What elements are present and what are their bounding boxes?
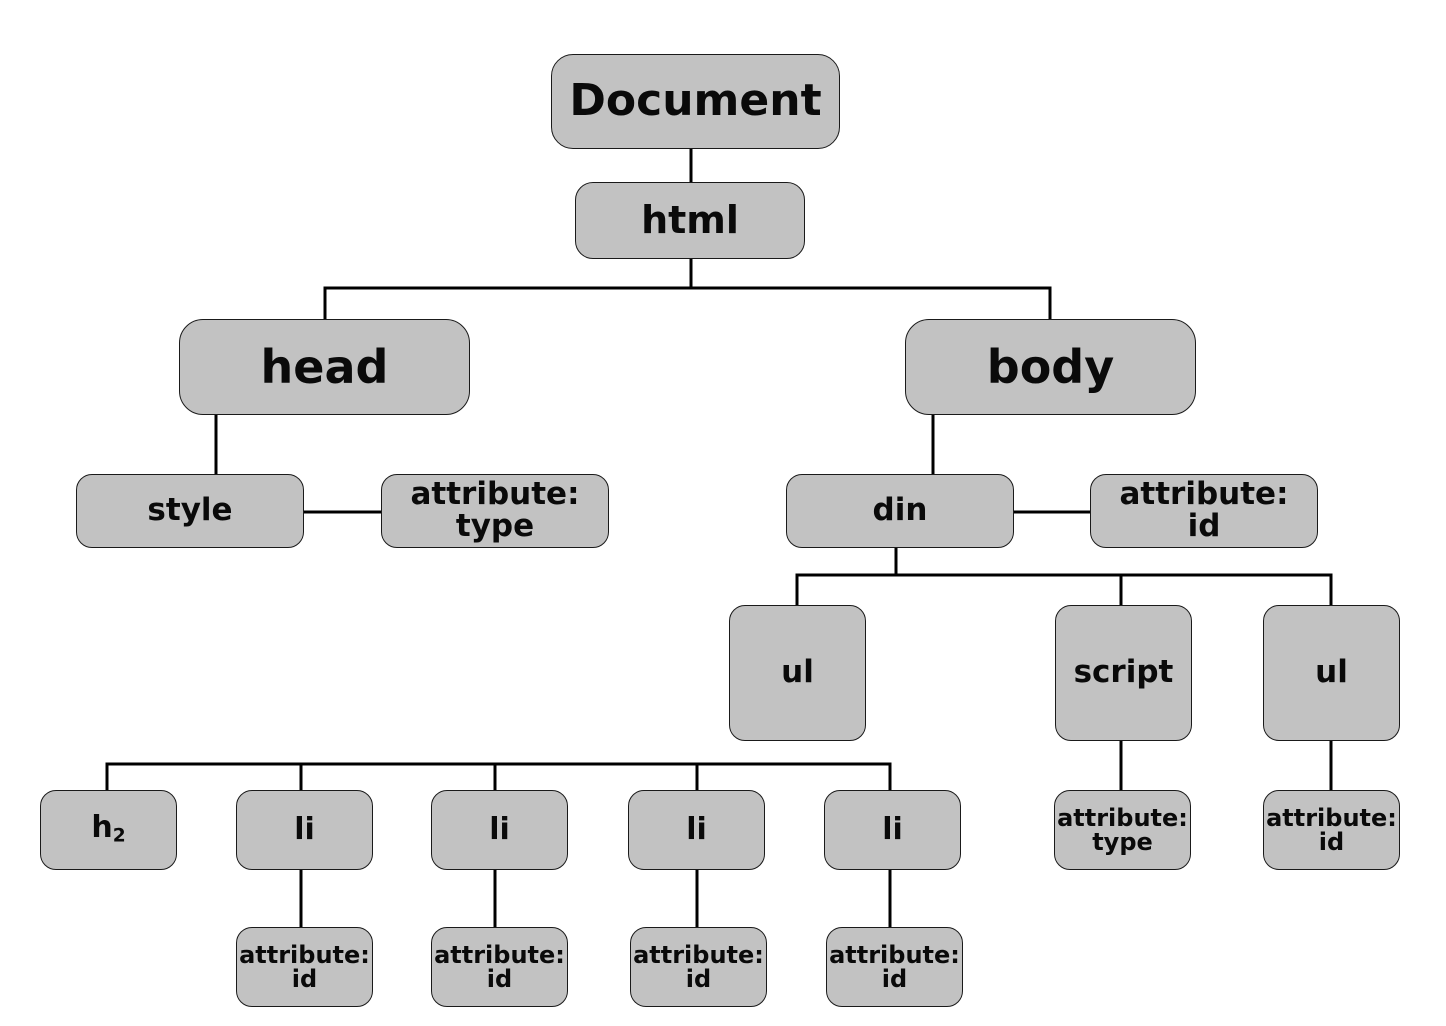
- node-style: style: [76, 474, 304, 548]
- attribute-value: type: [1092, 828, 1153, 856]
- attribute-value: id: [685, 965, 712, 993]
- node-ul-right: ul: [1263, 605, 1400, 741]
- node-li-3: li: [628, 790, 765, 870]
- node-li-1: li: [236, 790, 373, 870]
- node-ul-left: ul: [729, 605, 866, 741]
- attribute-value: id: [1318, 828, 1345, 856]
- attribute-value: type: [455, 508, 535, 544]
- node-din-attribute: attribute: id: [1090, 474, 1318, 548]
- node-li-4: li: [824, 790, 961, 870]
- node-head: head: [179, 319, 470, 415]
- node-document-label: Document: [569, 75, 822, 127]
- node-ul-right-label: ul: [1315, 654, 1348, 691]
- node-h2-base: h: [91, 810, 113, 846]
- node-html: html: [575, 182, 805, 259]
- node-li-label: li: [294, 811, 315, 847]
- attribute-label: attribute:: [633, 940, 764, 969]
- node-style-attribute: attribute: type: [381, 474, 609, 548]
- node-document: Document: [551, 54, 840, 149]
- attribute-value: id: [486, 965, 513, 993]
- node-din-label: din: [872, 492, 928, 529]
- node-ul-left-label: ul: [781, 654, 814, 691]
- node-style-label: style: [147, 492, 233, 529]
- attribute-value: id: [881, 965, 908, 993]
- node-script-attribute: attribute: type: [1054, 790, 1191, 870]
- attribute-label: attribute:: [1266, 803, 1397, 832]
- node-din: din: [786, 474, 1014, 548]
- node-li-1-attribute: attribute: id: [236, 927, 373, 1007]
- node-li-label: li: [882, 811, 903, 847]
- node-li-2: li: [431, 790, 568, 870]
- node-ul-right-attribute: attribute: id: [1263, 790, 1400, 870]
- attribute-label: attribute:: [1057, 803, 1188, 832]
- node-li-2-attribute: attribute: id: [431, 927, 568, 1007]
- attribute-value: id: [1187, 508, 1221, 544]
- attribute-label: attribute:: [239, 940, 370, 969]
- node-li-label: li: [686, 811, 707, 847]
- attribute-value: id: [291, 965, 318, 993]
- node-head-label: head: [260, 339, 389, 394]
- node-li-label: li: [489, 811, 510, 847]
- node-h2-subscript: 2: [112, 825, 126, 847]
- node-body-label: body: [986, 339, 1115, 394]
- attribute-label: attribute:: [410, 476, 580, 513]
- attribute-label: attribute:: [434, 940, 565, 969]
- node-li-3-attribute: attribute: id: [630, 927, 767, 1007]
- node-li-4-attribute: attribute: id: [826, 927, 963, 1007]
- node-html-label: html: [641, 198, 739, 243]
- node-body: body: [905, 319, 1196, 415]
- node-script-label: script: [1073, 654, 1174, 691]
- node-h2-label: h2: [91, 810, 126, 847]
- attribute-label: attribute:: [829, 940, 960, 969]
- node-script: script: [1055, 605, 1192, 741]
- node-h2: h2: [40, 790, 177, 870]
- attribute-label: attribute:: [1119, 476, 1289, 513]
